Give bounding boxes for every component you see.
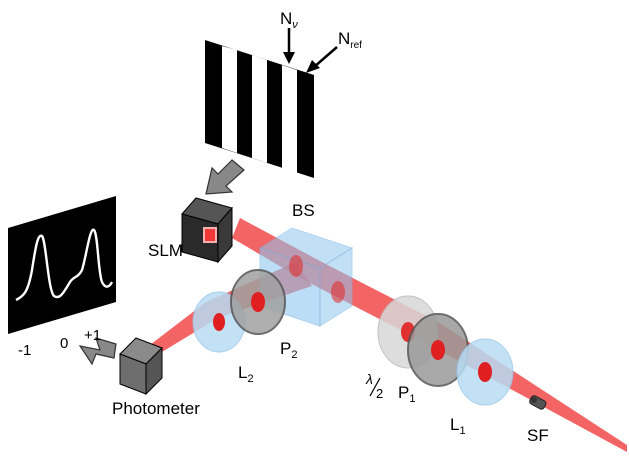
signal-plot-icon	[8, 196, 116, 334]
p2-label: P2	[280, 339, 297, 361]
p1-label: P1	[398, 383, 415, 405]
spatial-filter-icon	[529, 395, 547, 410]
bs-label: BS	[292, 201, 315, 220]
down-arrow-icon	[205, 159, 245, 195]
slm-label: SLM	[148, 241, 183, 260]
photometer-box-icon	[119, 337, 163, 396]
svg-text:λ: λ	[365, 371, 373, 387]
grating-mask-icon	[205, 40, 314, 178]
plot-tick-0: 0	[60, 335, 68, 352]
slm-device-icon	[181, 197, 233, 264]
n-nu-label: Nν	[280, 9, 298, 31]
n-ref-arrow-icon	[306, 46, 338, 73]
n-ref-label: Nref	[338, 29, 362, 51]
half-wave-label: λ 2	[365, 371, 383, 401]
beam-splitter-cube-icon	[258, 227, 354, 327]
l1-lens-icon	[456, 338, 514, 406]
svg-text:2: 2	[376, 386, 383, 401]
plot-tick-plus1: +1	[84, 327, 101, 344]
p2-polarizer-icon	[230, 269, 286, 335]
sf-label: SF	[527, 426, 549, 445]
l1-label: L1	[450, 415, 466, 437]
plot-tick-minus1: -1	[18, 342, 31, 359]
photometer-label: Photometer	[112, 399, 200, 418]
n-nu-arrow-icon	[283, 28, 295, 64]
left-arrow-icon	[78, 337, 117, 366]
l2-label: L2	[238, 363, 254, 385]
